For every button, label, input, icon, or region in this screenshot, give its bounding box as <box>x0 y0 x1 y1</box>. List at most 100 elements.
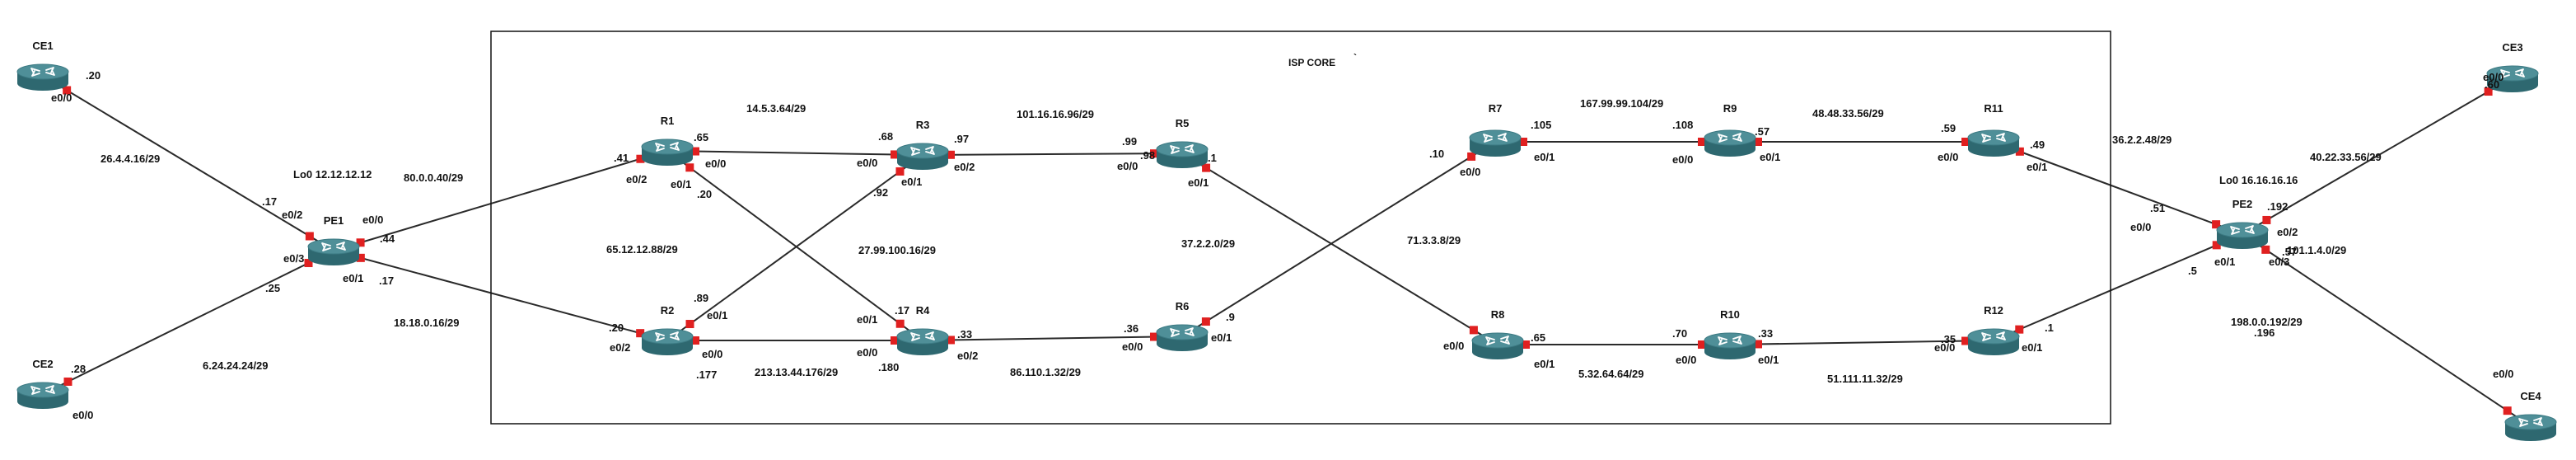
diagram-label: e0/3 <box>2269 256 2289 268</box>
port-marker[interactable] <box>685 163 694 172</box>
diagram-label: .36 <box>1124 322 1138 335</box>
link-pe2-ce4[interactable] <box>2242 233 2532 427</box>
router-r6[interactable] <box>1156 324 1209 351</box>
port-marker[interactable] <box>891 150 900 159</box>
link-r4-r6[interactable] <box>922 336 1183 341</box>
port-marker[interactable] <box>1467 152 1476 161</box>
diagram-label: .180 <box>878 361 899 373</box>
diagram-label: e0/2 <box>957 350 978 362</box>
router-r5[interactable] <box>1156 141 1209 168</box>
port-marker[interactable] <box>636 154 645 163</box>
port-marker[interactable] <box>1754 138 1762 146</box>
router-r10[interactable] <box>1704 332 1756 359</box>
port-marker[interactable] <box>895 319 905 328</box>
diagram-label: 101.16.16.96/29 <box>1017 108 1094 120</box>
port-marker[interactable] <box>946 150 955 159</box>
port-marker[interactable] <box>1698 138 1706 146</box>
diagram-label: .35 <box>1941 333 1956 345</box>
port-marker[interactable] <box>356 238 365 247</box>
port-marker[interactable] <box>1201 317 1210 326</box>
port-marker[interactable] <box>1698 340 1706 349</box>
port-marker[interactable] <box>2015 325 2024 334</box>
port-marker[interactable] <box>1753 340 1762 349</box>
diagram-label: .33 <box>957 328 972 340</box>
port-marker[interactable] <box>304 259 313 268</box>
diagram-label: e0/1 <box>901 176 922 188</box>
port-marker[interactable] <box>2212 241 2221 250</box>
port-marker[interactable] <box>1519 138 1527 146</box>
link-pe1-r1[interactable] <box>333 150 668 251</box>
link-r5-r8[interactable] <box>1181 153 1498 345</box>
link-r3-r5[interactable] <box>922 153 1183 156</box>
port-marker[interactable] <box>2212 220 2221 229</box>
diagram-label: 213.13.44.176/29 <box>755 366 838 378</box>
diagram-label: e0/1 <box>2214 256 2235 268</box>
link-r11-pe2[interactable] <box>1993 141 2243 235</box>
router-r12[interactable] <box>1967 328 2020 355</box>
port-marker[interactable] <box>2262 215 2271 224</box>
diagram-label: .9 <box>1226 311 1235 323</box>
router-r11[interactable] <box>1967 129 2020 157</box>
diagram-label: .105 <box>1531 119 1551 131</box>
router-icon <box>307 238 360 265</box>
link-r10-r12[interactable] <box>1729 340 1994 345</box>
port-marker[interactable] <box>2015 147 2024 156</box>
router-r7[interactable] <box>1469 129 1522 157</box>
diagram-label: .57 <box>2282 246 2297 258</box>
port-marker[interactable] <box>891 336 899 345</box>
link-ce2-pe1[interactable] <box>42 250 334 395</box>
port-marker[interactable] <box>1961 336 1971 345</box>
router-name-r5: R5 <box>1176 117 1190 129</box>
router-r1[interactable] <box>641 138 694 166</box>
link-r2-r3[interactable] <box>666 154 923 341</box>
router-pe1[interactable] <box>307 238 360 265</box>
router-icon <box>2216 222 2269 249</box>
port-marker[interactable] <box>2503 406 2512 415</box>
port-marker[interactable] <box>691 336 699 345</box>
diagram-label: e0/2 <box>626 173 647 185</box>
link-r12-pe2[interactable] <box>1993 233 2243 341</box>
diagram-label: .17 <box>262 195 277 208</box>
diagram-label: e0/1 <box>1211 331 1232 344</box>
port-marker[interactable] <box>2261 245 2270 254</box>
routers-layer: CE1CE2PE1R1R2R3R4R5R6R7R8R9R10R11R12PE2C… <box>16 40 2557 441</box>
router-r9[interactable] <box>1704 129 1756 157</box>
port-marker[interactable] <box>1150 332 1159 341</box>
link-r1-r4[interactable] <box>666 150 923 341</box>
link-pe2-ce3[interactable] <box>2242 77 2513 235</box>
router-r3[interactable] <box>896 143 949 170</box>
port-marker[interactable] <box>690 147 699 156</box>
link-ce1-pe1[interactable] <box>42 75 334 251</box>
link-r1-r3[interactable] <box>666 150 923 156</box>
router-name-ce4: CE4 <box>2520 390 2541 402</box>
port-marker[interactable] <box>1522 340 1530 349</box>
port-marker[interactable] <box>1469 326 1478 335</box>
port-marker[interactable] <box>63 377 72 386</box>
port-marker[interactable] <box>63 86 72 95</box>
router-ce3[interactable] <box>2486 65 2539 92</box>
diagram-label: e0/2 <box>610 341 630 354</box>
port-marker[interactable] <box>685 320 694 329</box>
diagram-label: .92 <box>873 186 888 199</box>
port-marker[interactable] <box>1150 149 1159 158</box>
router-ce2[interactable] <box>16 382 69 409</box>
port-marker[interactable] <box>636 329 645 338</box>
port-marker[interactable] <box>356 253 365 262</box>
link-pe1-r2[interactable] <box>333 250 668 341</box>
router-r4[interactable] <box>896 328 949 355</box>
router-ce1[interactable] <box>16 63 69 91</box>
router-icon <box>1471 332 1524 359</box>
router-r2[interactable] <box>641 328 694 355</box>
port-marker[interactable] <box>305 232 314 241</box>
port-marker[interactable] <box>1961 138 1970 146</box>
router-ce4[interactable] <box>2504 414 2557 441</box>
router-r8[interactable] <box>1471 332 1524 359</box>
port-marker[interactable] <box>2484 87 2493 96</box>
port-marker[interactable] <box>1202 163 1211 172</box>
port-marker[interactable] <box>946 336 955 345</box>
router-icon <box>2486 65 2539 92</box>
link-r6-r7[interactable] <box>1181 141 1496 337</box>
port-marker[interactable] <box>895 167 905 176</box>
router-pe2[interactable] <box>2216 222 2269 249</box>
isp-core-title: ISP CORE <box>1288 57 1335 68</box>
